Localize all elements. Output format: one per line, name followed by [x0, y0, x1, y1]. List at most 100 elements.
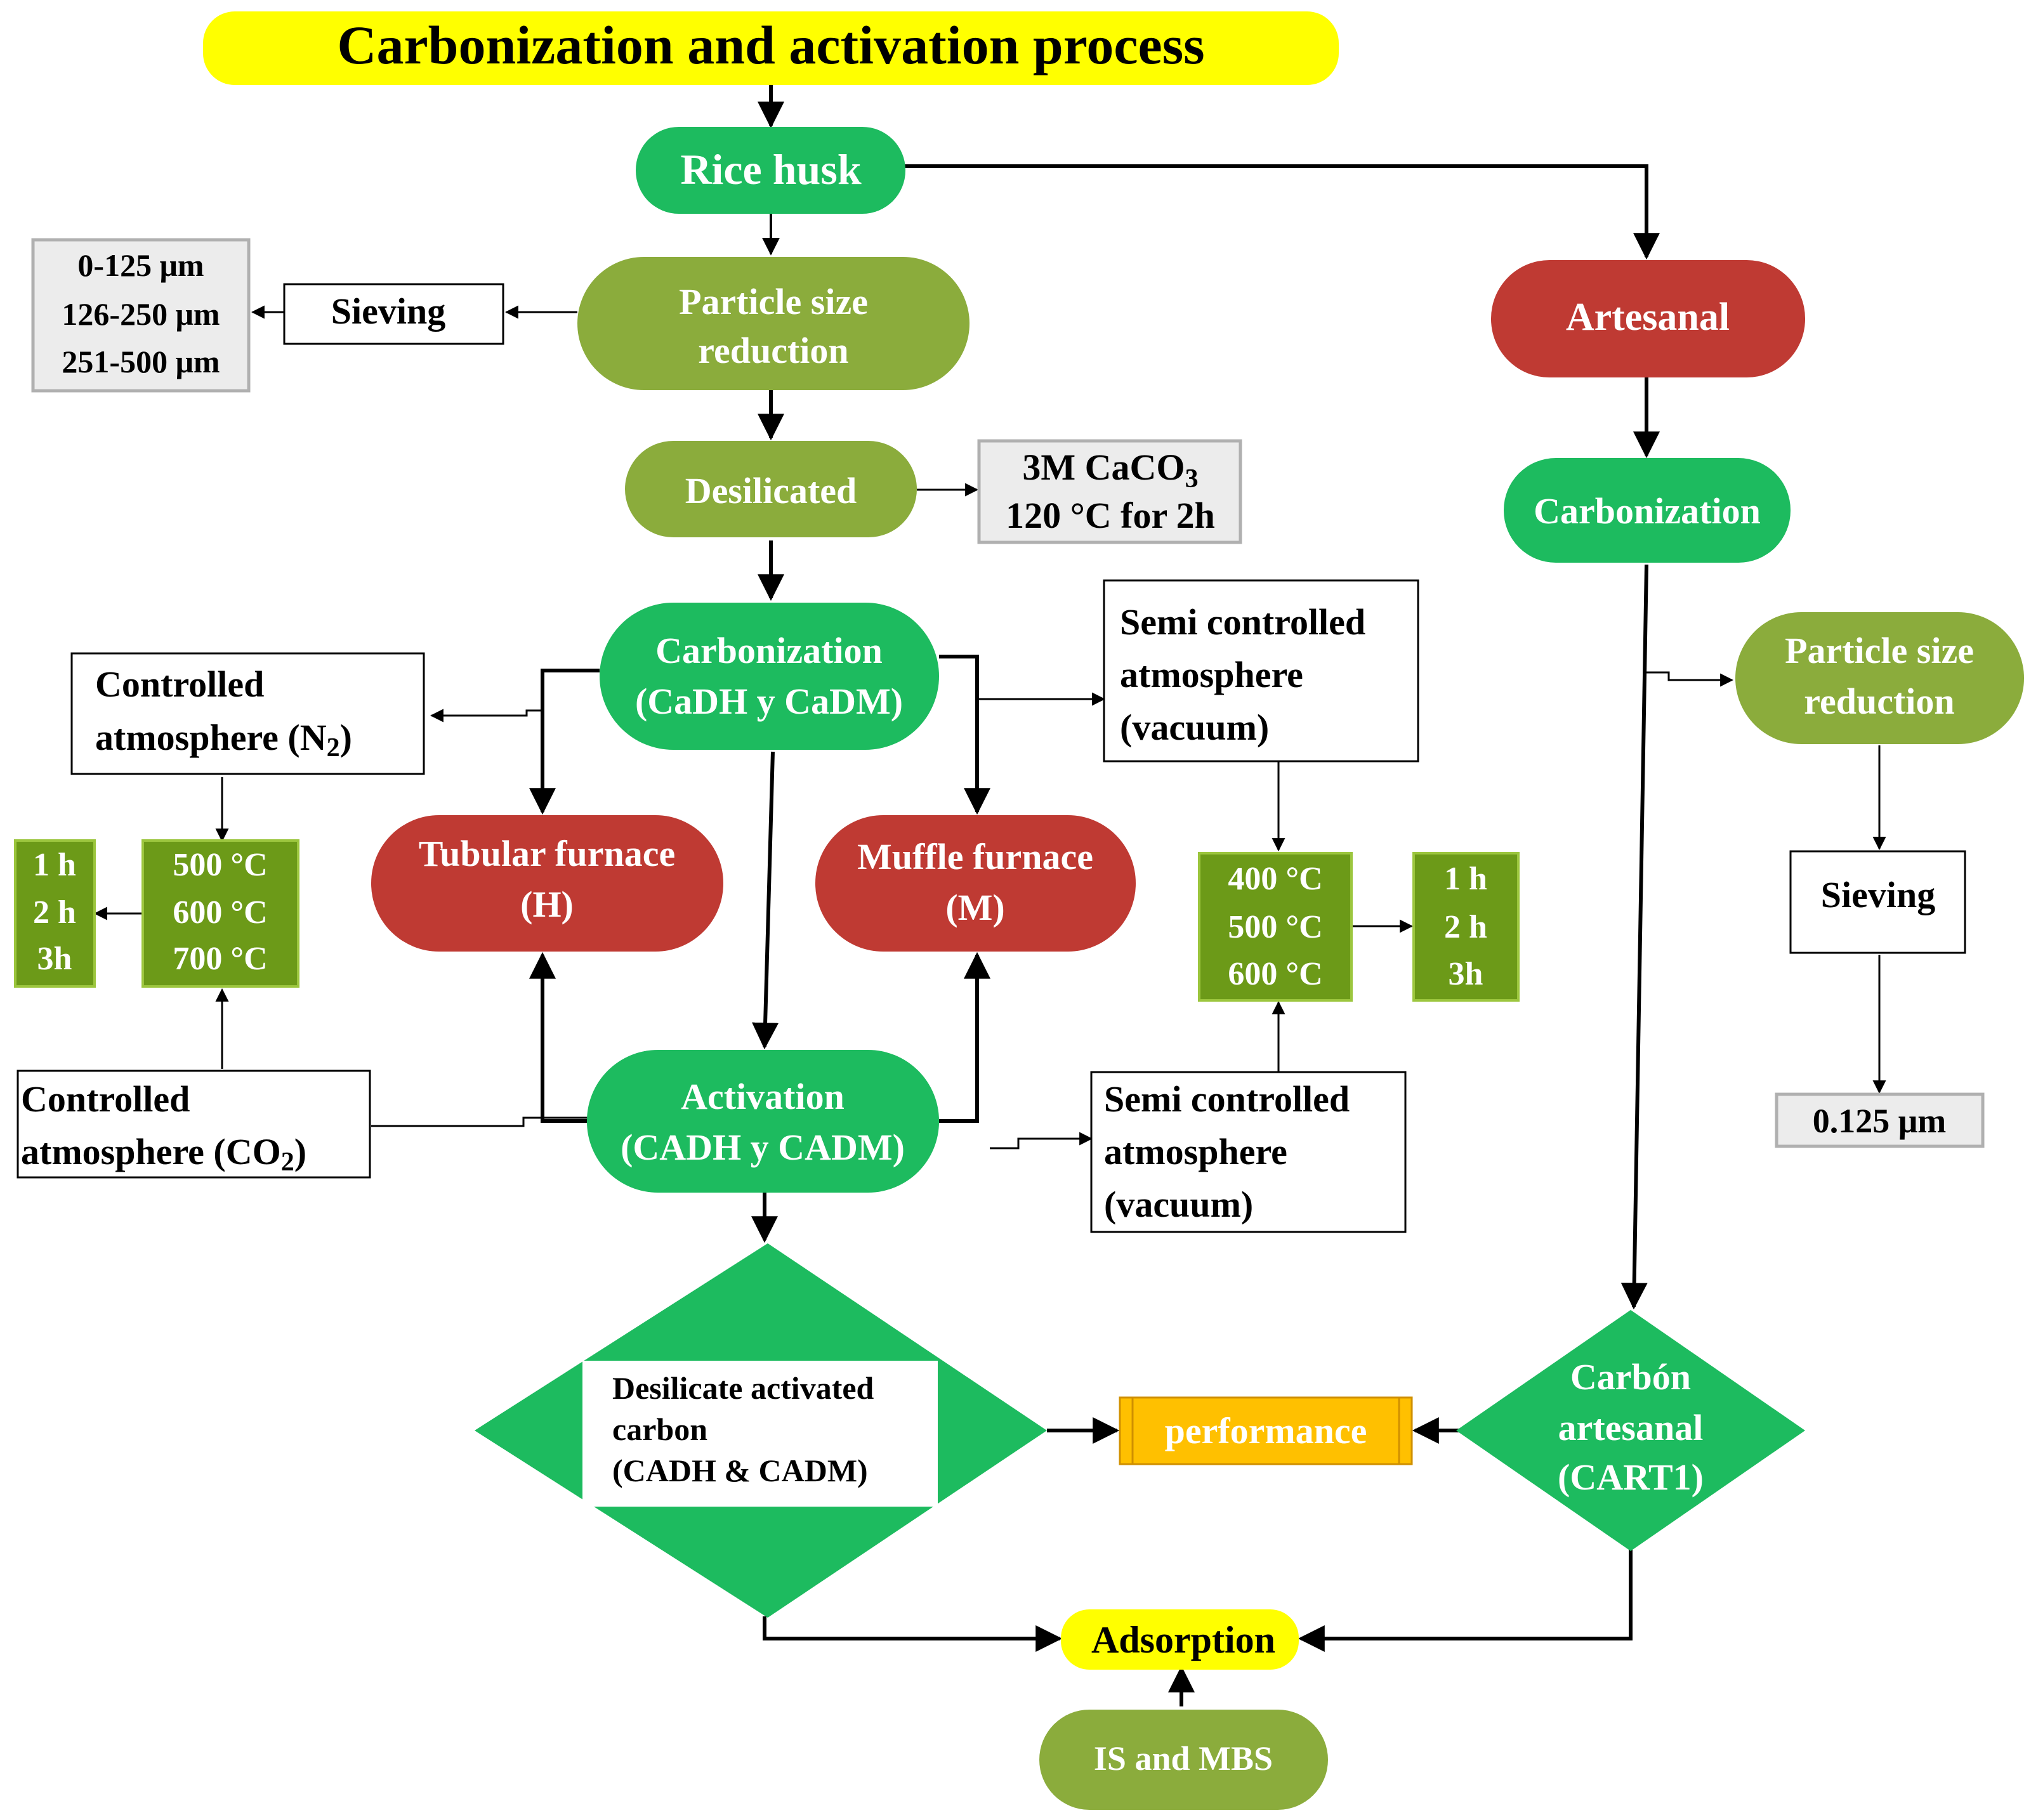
- temp-right-1: 400 °C: [1228, 861, 1322, 897]
- carbonization-main-line2: (CaDH y CaDM): [635, 681, 903, 722]
- connectors: [93, 82, 1886, 1706]
- carbon-artesanal-diamond: [1456, 1310, 1805, 1551]
- semi-controlled-bottom-line3: (vacuum): [1104, 1184, 1253, 1225]
- arrow-co2-to-activation: [371, 1116, 593, 1127]
- semi-controlled-top-line1: Semi controlled: [1120, 601, 1365, 643]
- activation-node: [587, 1050, 939, 1193]
- desilicate-activated-carbon-line3: (CADH & CADM): [612, 1453, 868, 1488]
- desilication-conditions-line1: 3M CaCO3: [1022, 447, 1198, 494]
- arrow-cart1-to-adsorption: [1298, 1549, 1633, 1652]
- is-mbs-label: IS and MBS: [1094, 1739, 1273, 1777]
- time-right-2: 2 h: [1444, 909, 1487, 945]
- semi-controlled-bottom-line1: Semi controlled: [1104, 1078, 1350, 1120]
- arrow-activation-to-muffle: [939, 952, 990, 1123]
- semi-controlled-top-line3: (vacuum): [1120, 707, 1269, 748]
- semi-controlled-bottom-box: [1090, 1071, 1407, 1233]
- desilicate-activated-carbon-line1: Desilicate activated: [612, 1370, 874, 1406]
- adsorption-node: [1061, 1609, 1299, 1670]
- tubular-furnace-node: [371, 815, 723, 952]
- temps-right-box: [1198, 852, 1353, 1002]
- time-left-3: 3h: [37, 941, 72, 977]
- carbon-artesanal-line3: (CART1): [1558, 1457, 1704, 1498]
- psr-right-line1: Particle size: [1785, 630, 1974, 671]
- arrow-carbonization-to-muffle: [939, 655, 990, 815]
- artesanal-node: [1491, 260, 1805, 377]
- rice-husk-label: Rice husk: [680, 145, 861, 193]
- temp-left-3: 700 °C: [173, 941, 267, 977]
- temp-right-2: 500 °C: [1228, 909, 1322, 945]
- muffle-furnace-line1: Muffle furnace: [857, 836, 1093, 877]
- arrow-carbonization-to-tubular: [529, 669, 600, 815]
- desilicate-activated-carbon-label-bg: [582, 1361, 938, 1507]
- sieving-left-box: [283, 283, 504, 345]
- particle-size-reduction-right-node: [1735, 612, 2024, 744]
- desilication-conditions-box: [977, 439, 1242, 544]
- size-right-box: [1775, 1092, 1985, 1148]
- arrow-activation-to-tubular: [529, 952, 593, 1123]
- controlled-co2-line2: atmosphere (CO2): [21, 1131, 306, 1177]
- title-banner: [203, 11, 1339, 85]
- size-right-label: 0.125 μm: [1813, 1102, 1947, 1140]
- artesanal-label: Artesanal: [1566, 296, 1730, 339]
- arrow-rice-husk-to-artesanal: [904, 164, 1660, 260]
- arrow-carbonization-to-activation: [752, 751, 779, 1050]
- desilicated-label: Desilicated: [685, 470, 857, 511]
- sieve-size-2: 126-250 μm: [62, 296, 220, 332]
- muffle-furnace-node: [815, 815, 1136, 952]
- arrow-carbonization-to-n2: [430, 709, 542, 723]
- semi-controlled-bottom-line2: atmosphere: [1104, 1131, 1287, 1172]
- desilication-conditions-line2: 120 °C for 2h: [1006, 495, 1215, 536]
- temps-left-box: [141, 839, 299, 988]
- muffle-furnace-line2: (M): [945, 887, 1004, 928]
- times-left-box: [14, 839, 96, 988]
- carbon-artesanal-line1: Carbón: [1570, 1356, 1691, 1398]
- tubular-furnace-line1: Tubular furnace: [419, 833, 676, 874]
- controlled-co2-box: [16, 1070, 371, 1179]
- arrow-diamond-to-adsorption: [763, 1616, 1063, 1652]
- semi-controlled-top-box: [1103, 579, 1419, 763]
- time-right-3: 3h: [1449, 956, 1483, 992]
- sieving-right-label: Sieving: [1821, 874, 1936, 915]
- semi-controlled-top-line2: atmosphere: [1120, 654, 1303, 695]
- particle-size-reduction-node: [577, 257, 969, 390]
- diagram-title: Carbonization and activation process: [337, 15, 1204, 75]
- tubular-furnace-line2: (H): [520, 884, 574, 925]
- time-left-2: 2 h: [33, 894, 76, 931]
- arrow-activation-to-semi-bottom: [990, 1132, 1093, 1149]
- carbonization-main-line1: Carbonization: [655, 630, 883, 671]
- adsorption-label: Adsorption: [1091, 1619, 1275, 1661]
- desilicated-node: [625, 441, 917, 537]
- activation-line2: (CADH y CADM): [621, 1127, 905, 1168]
- temp-right-3: 600 °C: [1228, 956, 1322, 992]
- sieve-sizes-box: [31, 238, 251, 393]
- psr-label-line2: reduction: [698, 330, 848, 371]
- temp-left-1: 500 °C: [173, 847, 267, 883]
- times-right-box: [1412, 852, 1520, 1002]
- carbonization-main-node: [600, 603, 939, 750]
- sieve-size-3: 251-500 μm: [62, 344, 220, 379]
- time-right-1: 1 h: [1444, 861, 1487, 897]
- controlled-co2-line1: Controlled: [21, 1078, 190, 1120]
- sieving-right-box: [1789, 850, 1966, 954]
- sieving-left-label: Sieving: [331, 291, 446, 332]
- controlled-n2-line2: atmosphere (N2): [95, 717, 352, 763]
- temp-left-2: 600 °C: [173, 894, 267, 931]
- carbonization-right-node: [1504, 458, 1791, 563]
- desilicate-activated-carbon-line2: carbon: [612, 1411, 707, 1447]
- controlled-n2-line1: Controlled: [95, 664, 264, 705]
- time-left-1: 1 h: [33, 847, 76, 883]
- carbon-artesanal-line2: artesanal: [1558, 1407, 1704, 1448]
- arrow-carbonization-to-psr-right: [1645, 671, 1734, 687]
- is-mbs-node: [1039, 1710, 1328, 1810]
- rice-husk-node: [636, 127, 905, 214]
- psr-right-line2: reduction: [1804, 681, 1954, 722]
- performance-node: [1119, 1396, 1413, 1465]
- arrow-carbonization-to-cart1: [1620, 564, 1648, 1310]
- carbonization-right-label: Carbonization: [1534, 490, 1761, 532]
- performance-label: performance: [1165, 1410, 1367, 1451]
- sieve-size-1: 0-125 μm: [77, 247, 204, 283]
- controlled-n2-box: [70, 652, 425, 775]
- activation-line1: Activation: [681, 1076, 845, 1117]
- psr-label-line1: Particle size: [679, 281, 868, 322]
